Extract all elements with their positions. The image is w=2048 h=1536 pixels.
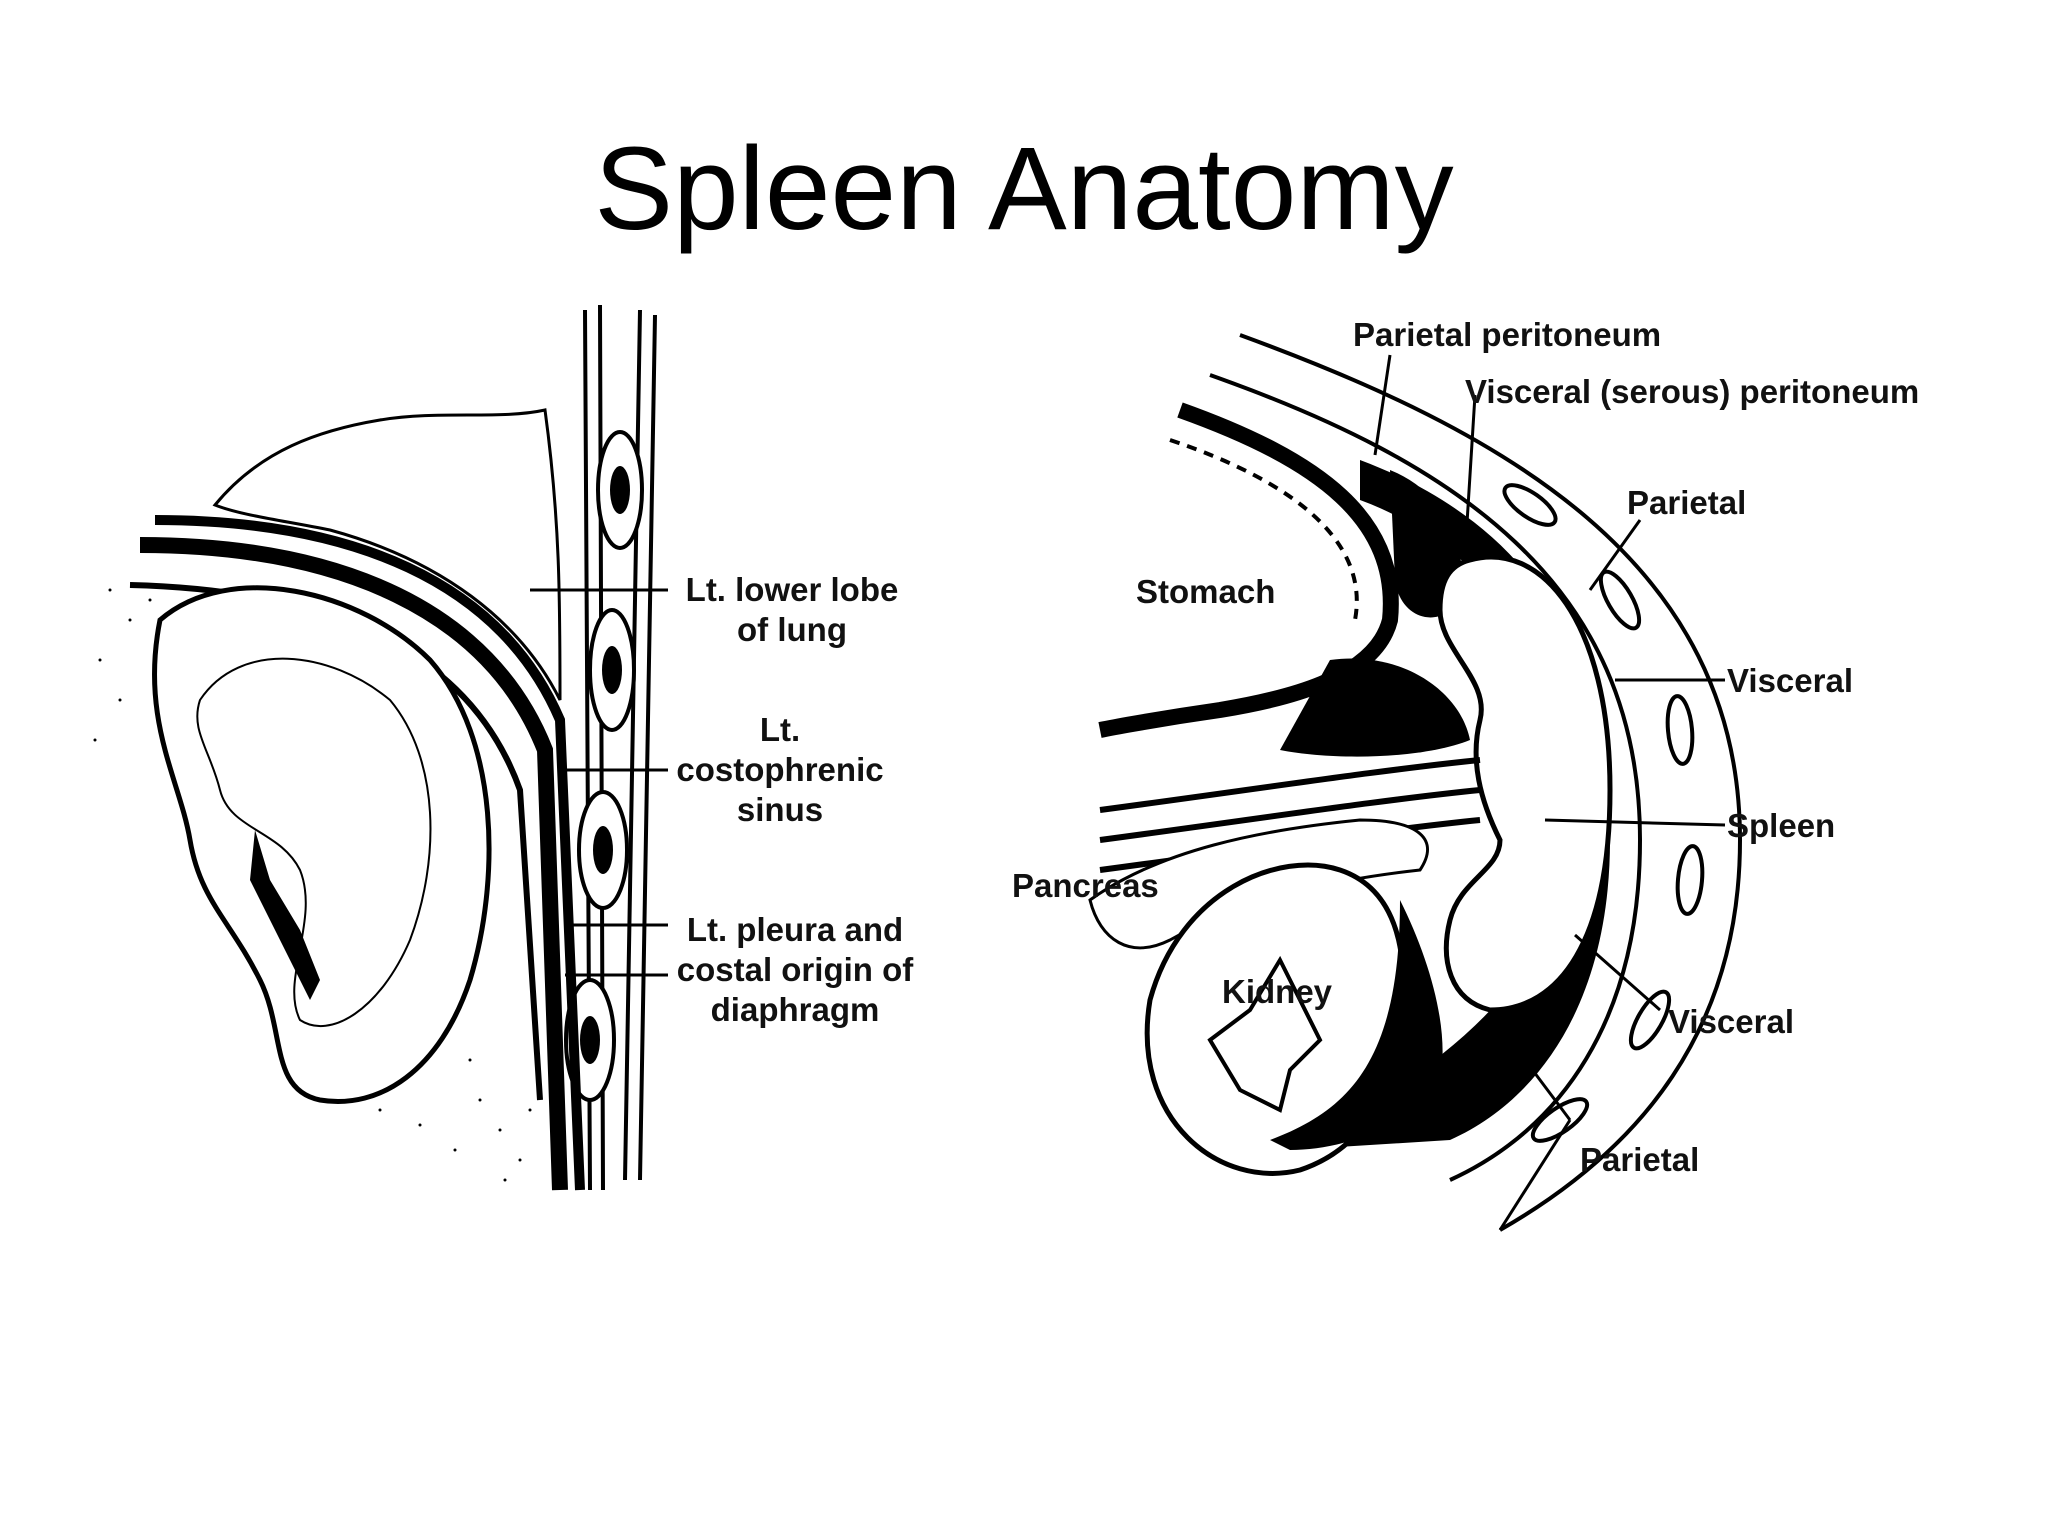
left-spleen bbox=[151, 585, 492, 1104]
label-lt-lower-lobe-of-lung-text: Lt. lower lobe of lung bbox=[685, 571, 899, 648]
label-lt-costophrenic-sinus: Lt. costophrenic sinus bbox=[665, 710, 895, 830]
label-kidney: Kidney bbox=[1222, 973, 1333, 1010]
label-lt-pleura-text: Lt. pleura and costal origin of diaphrag… bbox=[676, 911, 914, 1028]
left-leader-lines bbox=[530, 588, 668, 977]
label-parietal-top: Parietal bbox=[1627, 484, 1747, 521]
right-black-region-mid bbox=[1280, 658, 1470, 757]
left-stipple bbox=[93, 588, 532, 1182]
left-lung bbox=[212, 408, 562, 701]
label-lt-pleura-and-costal-origin-of-diaphragm: Lt. pleura and costal origin of diaphrag… bbox=[665, 910, 925, 1030]
label-visceral-upper: Visceral bbox=[1727, 662, 1854, 699]
right-stomach-inner bbox=[1169, 438, 1359, 621]
right-black-region-lower bbox=[1270, 900, 1443, 1150]
right-body-wall-outer bbox=[1239, 333, 1743, 1232]
label-visceral-serous-peritoneum: Visceral (serous) peritoneum bbox=[1465, 373, 1920, 410]
right-kidney-pelvis bbox=[1207, 955, 1323, 1113]
label-lt-costophrenic-sinus-text: Lt. costophrenic sinus bbox=[676, 711, 884, 828]
label-lt-lower-lobe-of-lung: Lt. lower lobe of lung bbox=[672, 570, 912, 650]
label-visceral-lower: Visceral bbox=[1668, 1003, 1795, 1040]
label-pancreas: Pancreas bbox=[1012, 867, 1159, 904]
label-parietal-bottom: Parietal bbox=[1580, 1141, 1700, 1178]
label-stomach: Stomach bbox=[1136, 573, 1276, 610]
slide-title: Spleen Anatomy bbox=[594, 123, 1454, 255]
right-leader-lines bbox=[1373, 354, 1726, 1231]
left-diaphragm-band-1 bbox=[154, 515, 585, 1191]
label-spleen: Spleen bbox=[1727, 807, 1836, 844]
right-body-wall-inner bbox=[1209, 373, 1643, 1182]
left-diaphragm-band-2 bbox=[139, 537, 568, 1191]
right-spleen bbox=[1437, 554, 1613, 1013]
left-spleen-inner bbox=[196, 657, 432, 1028]
left-chest-wall bbox=[583, 304, 657, 1191]
left-spleen-hilum bbox=[250, 830, 320, 1000]
label-parietal-peritoneum: Parietal peritoneum bbox=[1353, 316, 1662, 353]
right-rib-sections bbox=[1502, 483, 1705, 1143]
